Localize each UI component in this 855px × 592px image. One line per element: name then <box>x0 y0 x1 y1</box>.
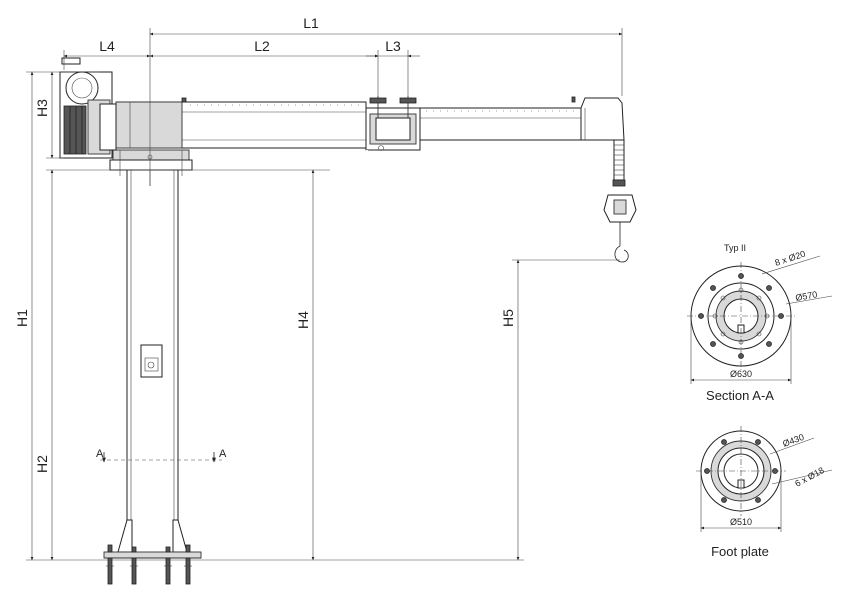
dim-L4: L4 <box>99 38 115 54</box>
drive-motor <box>59 57 117 159</box>
section-outer-diameter: Ø630 <box>730 369 752 379</box>
foot-base <box>103 519 202 585</box>
column <box>109 149 193 556</box>
foot-outer-diameter: Ø510 <box>730 517 752 527</box>
hoist-hook <box>603 139 637 263</box>
section-note: Typ II <box>724 243 746 253</box>
dimension-lines <box>26 28 623 561</box>
dim-H4: H4 <box>295 311 311 329</box>
foot-caption: Foot plate <box>711 544 769 559</box>
section-a-a-view <box>687 255 833 384</box>
dim-L3: L3 <box>385 38 401 54</box>
foot-holes: 6 x Ø18 <box>793 465 826 489</box>
section-marker-left: A <box>96 448 104 460</box>
dim-H5: H5 <box>500 309 516 327</box>
foot-bolt-circle: Ø430 <box>781 432 805 449</box>
dim-H1: H1 <box>14 309 30 327</box>
dim-L1: L1 <box>303 15 319 31</box>
dim-L2: L2 <box>254 38 270 54</box>
dim-H2: H2 <box>34 455 50 473</box>
section-marker-right: A <box>219 448 227 460</box>
section-inner-diameter: Ø570 <box>795 289 818 303</box>
joint <box>365 96 426 180</box>
dim-H3: H3 <box>34 99 50 117</box>
section-caption: Section A-A <box>706 388 774 403</box>
jib-arm <box>115 96 625 149</box>
control-box <box>140 344 163 378</box>
foot-plate-view <box>696 426 833 532</box>
